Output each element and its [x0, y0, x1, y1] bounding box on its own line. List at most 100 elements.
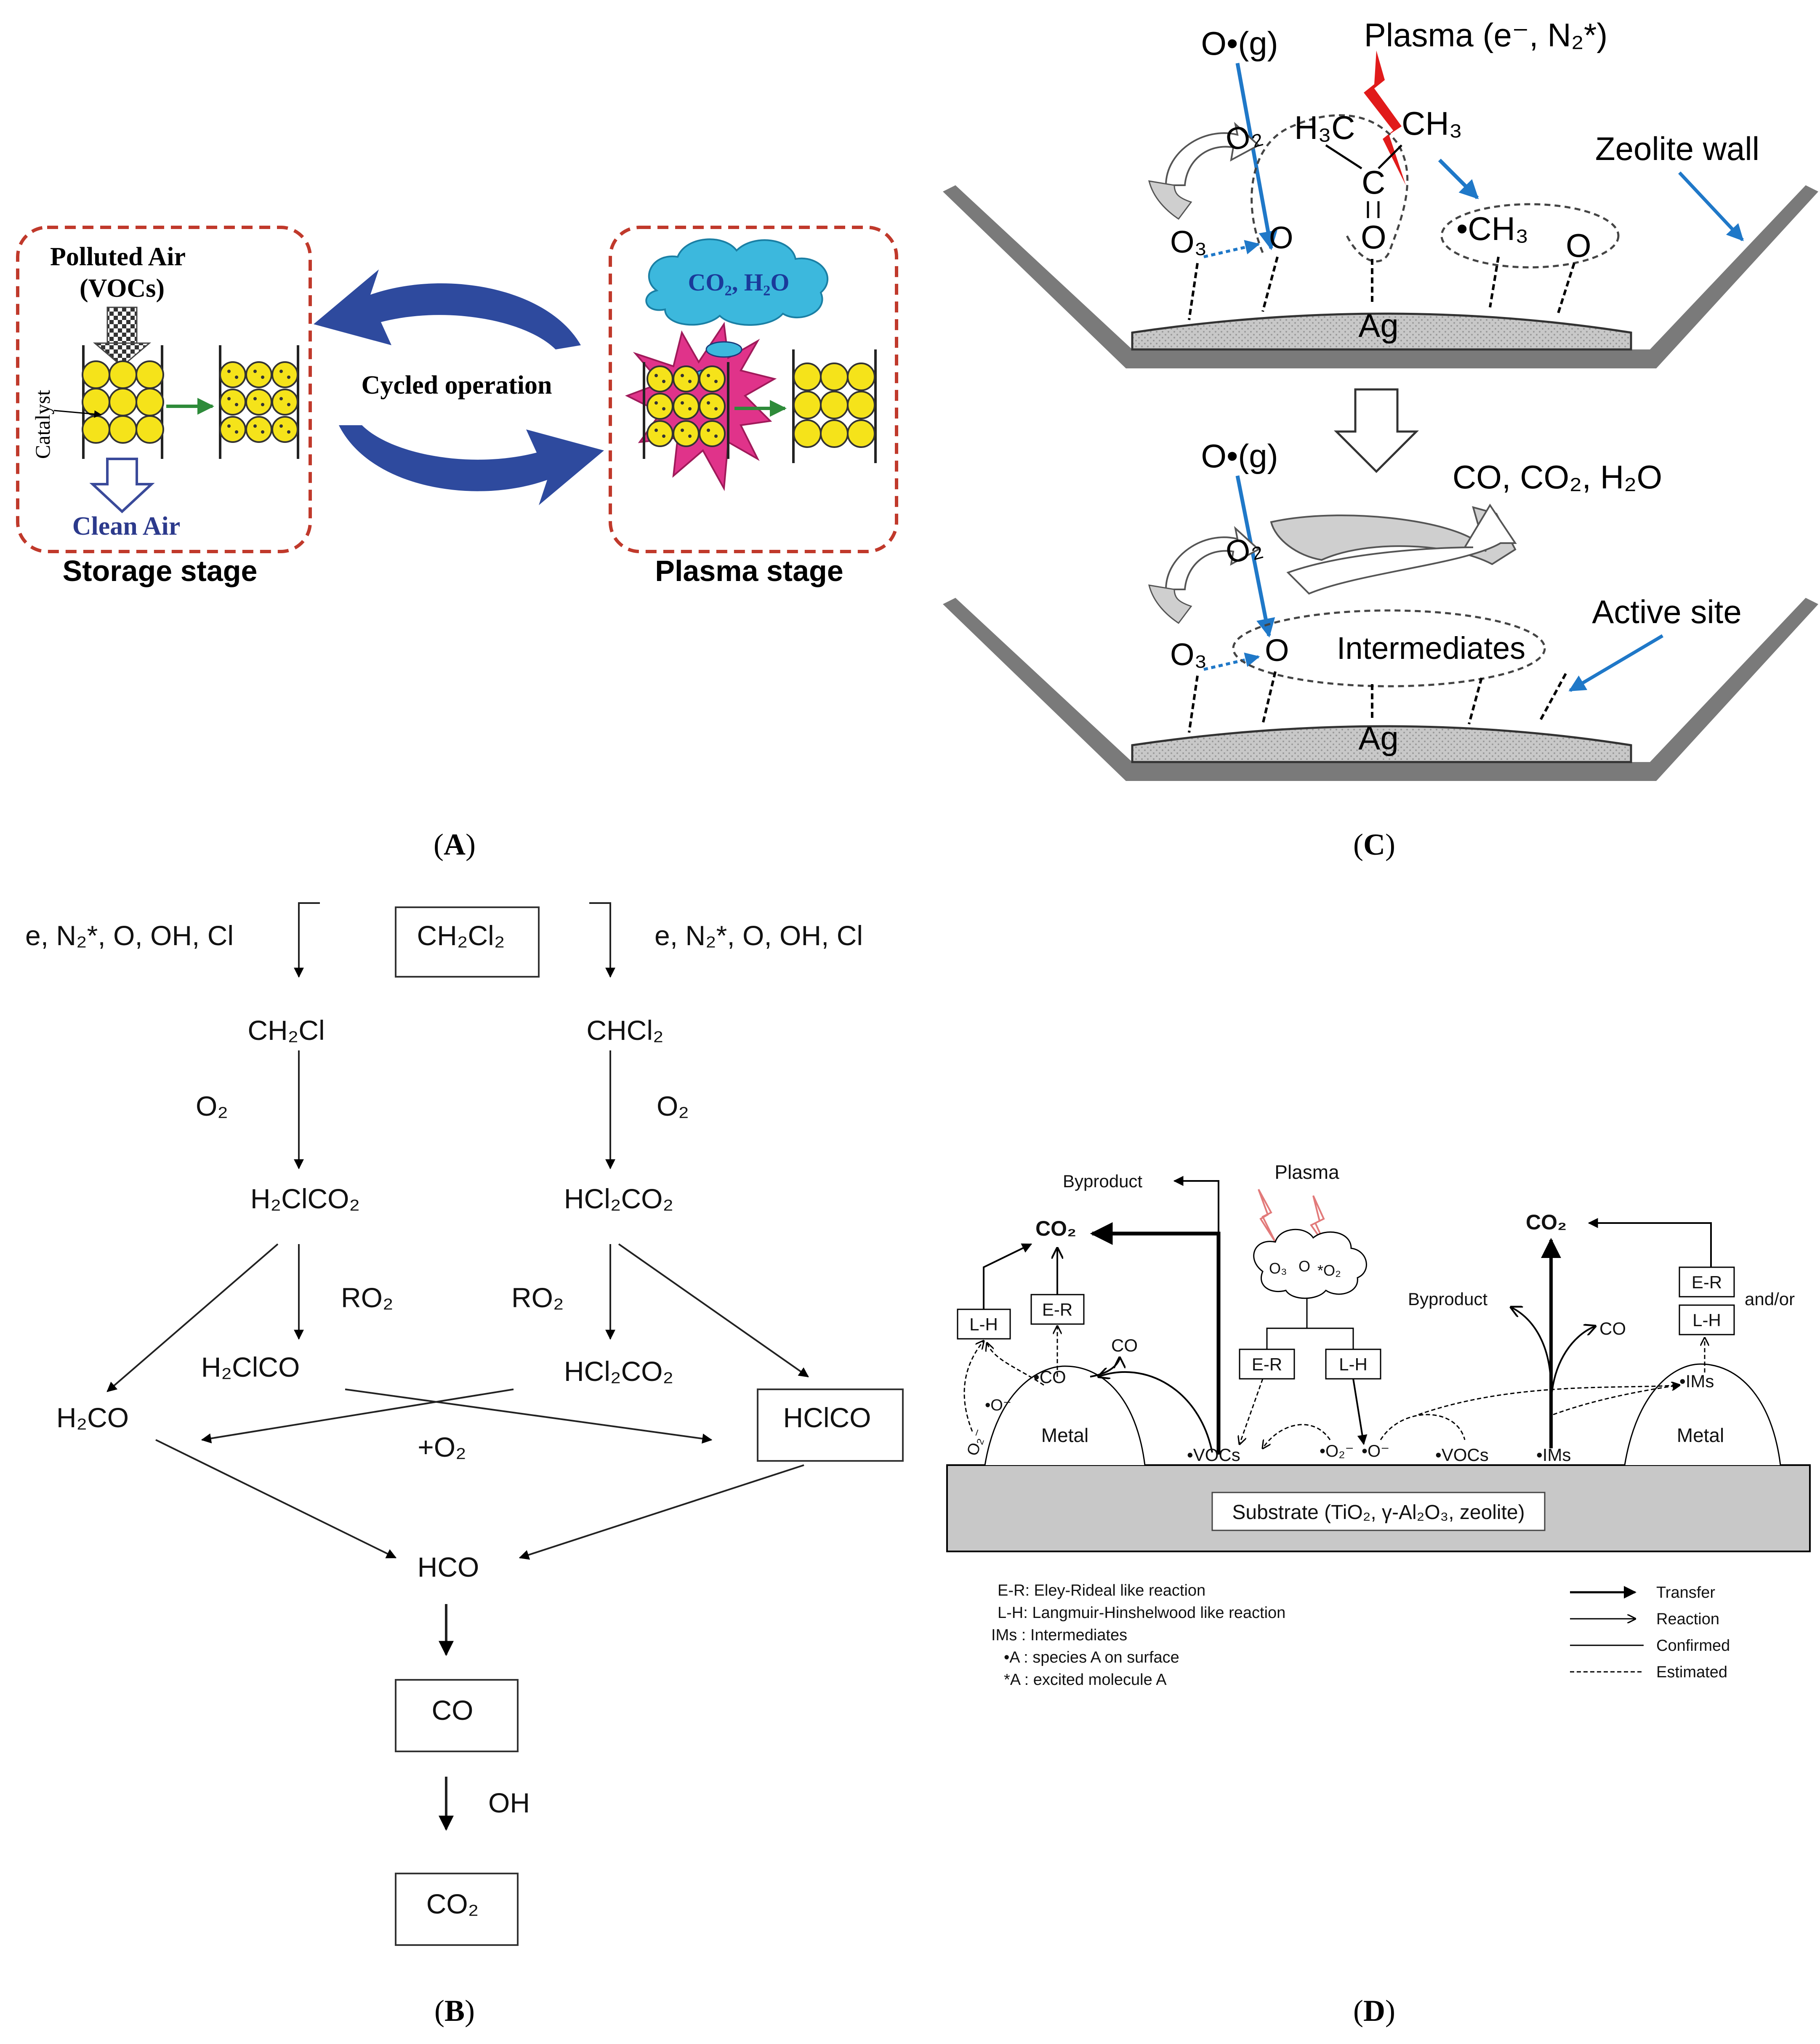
panel-a: Polluted Air (VOCs) Catalyst Clean Air [16, 226, 898, 587]
plasma-bolt-left-icon [1258, 1189, 1276, 1243]
hclco-label: HClCO [783, 1402, 871, 1433]
o3-to-o-arrow-top [1203, 240, 1260, 258]
cycled-operation-label: Cycled operation [362, 371, 552, 400]
legend-right: Transfer Reaction Confirmed Estimated [1570, 1584, 1730, 1681]
co-to-lh-left [987, 1343, 1044, 1386]
ims-to-ims-upper [1553, 1385, 1679, 1415]
ch3-label: CH₃ [1402, 105, 1462, 142]
ag-particle-bottom [1131, 725, 1632, 763]
saturated-reactor [219, 345, 299, 459]
panel-label-c: (C) [1353, 828, 1395, 861]
plasma-label: Plasma [1275, 1161, 1339, 1183]
o-to-vocs-left-arc [1263, 1424, 1331, 1448]
clean-reactor [792, 349, 877, 463]
cloud-split-line-right [1307, 1327, 1354, 1349]
vocs-label: (VOCs) [80, 274, 165, 303]
o3-top-label: O₃ [1170, 224, 1207, 259]
er-center-to-vocs [1240, 1378, 1264, 1444]
substrate-label: Substrate (TiO₂, γ-Al₂O₃, zeolite) [1232, 1501, 1525, 1524]
vocs-left-label: •VOCs [1187, 1445, 1240, 1465]
panel-d: Substrate (TiO₂, γ-Al₂O₃, zeolite) Metal… [946, 1161, 1811, 1689]
ims-to-byproduct-right [1511, 1307, 1552, 1390]
byproduct-right-label: Byproduct [1408, 1289, 1487, 1309]
plasma-cloud [1253, 1229, 1367, 1299]
panel-label-a: (A) [434, 828, 476, 861]
ch2cl2-box [395, 906, 540, 978]
polluted-air-label: Polluted Air [50, 243, 186, 271]
legend-excited-molecule: *A : excited molecule A [1004, 1671, 1167, 1689]
ch2cl-label: CH₂Cl [247, 1015, 325, 1046]
panel-c: Ag O•(g) Plasma (e⁻, N₂*) O₂ O₃ O H₃C CH… [943, 16, 1818, 781]
reagents-left: e, N₂*, O, OH, Cl [25, 920, 234, 951]
zeolite-wall-arrow [1678, 171, 1744, 241]
metal-right-label: Metal [1677, 1424, 1724, 1446]
vocs-right-label: •VOCs [1435, 1445, 1489, 1465]
o2-minus-left-label: O₂⁻ [963, 1427, 989, 1458]
legend-er: E-R: Eley-Rideal like reaction [998, 1582, 1205, 1599]
er-right-label: E-R [1692, 1272, 1722, 1292]
hcl2co2-to-hclco [618, 1243, 809, 1378]
ims-upper-label: •IMs [1679, 1371, 1714, 1391]
o-minus-left-label: •O⁻ [985, 1396, 1011, 1414]
clean-air-label: Clean Air [72, 512, 181, 541]
cloud-split-line [1266, 1299, 1308, 1349]
hcl2co2-top-label: HCl₂CO₂ [564, 1183, 673, 1214]
legend-ims: IMs : Intermediates [991, 1626, 1127, 1644]
hclco-box [757, 1388, 904, 1462]
panel-label-d: (D) [1353, 1994, 1395, 2028]
chcl2-label: CHCl₂ [586, 1015, 663, 1046]
legend-reaction: Reaction [1656, 1610, 1719, 1628]
plus-o2-label: +O₂ [418, 1431, 466, 1463]
lh-center-to-o [1352, 1378, 1368, 1445]
surface-bonds-bottom [1188, 671, 1567, 733]
storage-reactor [82, 345, 164, 459]
ro2-right-label: RO₂ [511, 1282, 564, 1313]
hcl2co2-mid-label: HCl₂CO₂ [564, 1356, 673, 1387]
o2-right-label: O₂ [657, 1090, 689, 1122]
oh-label: OH [488, 1787, 530, 1818]
bond-left [1325, 144, 1362, 170]
er-right-box [1679, 1266, 1735, 1298]
o2-tail-top [1148, 180, 1192, 220]
o-cloud-label: O [1298, 1258, 1310, 1275]
ims-surface-label: •IMs [1536, 1445, 1571, 1465]
legend-confirmed: Confirmed [1656, 1637, 1730, 1655]
plasma-label: Plasma (e⁻, N₂*) [1364, 16, 1608, 53]
cloud-label: CO₂, H₂O [688, 269, 789, 296]
co2-label: CO₂ [426, 1888, 479, 1919]
co-left-label: CO [1111, 1335, 1138, 1355]
co2-left-label: CO₂ [1035, 1217, 1076, 1240]
h2co-label: H₂CO [56, 1402, 129, 1433]
legend-estimated: Estimated [1656, 1663, 1727, 1681]
ch2cl2-label: CH₂Cl₂ [417, 920, 505, 951]
intermediates-label: Intermediates [1337, 631, 1525, 666]
co2-box [395, 1873, 519, 1946]
cross-to-hclco [345, 1388, 713, 1444]
substrate-label-box [1211, 1492, 1546, 1531]
reagents-right: e, N₂*, O, OH, Cl [655, 920, 863, 951]
branch-right-arrow [589, 902, 615, 978]
branch-left-arrow [294, 902, 320, 978]
o2-left-label: O₂ [196, 1090, 228, 1122]
catalyst-pointer [53, 410, 102, 418]
cycle-arrow-top-icon [314, 269, 581, 349]
lh-right-box [1679, 1304, 1735, 1335]
ims-to-co-right [1550, 1326, 1595, 1402]
o2-excited-label: *O₂ [1317, 1262, 1341, 1279]
lh-center-label: L-H [1339, 1354, 1368, 1374]
o-minus-center-label: •O⁻ [1362, 1442, 1389, 1460]
o3-bottom-label: O₃ [1170, 637, 1207, 672]
and-or-label: and/or [1745, 1289, 1795, 1309]
o-bottom-label: O [1265, 633, 1289, 668]
surface-bonds-top [1188, 256, 1575, 320]
metal-left-label: Metal [1041, 1424, 1088, 1446]
clean-air-arrow-icon [89, 458, 155, 514]
h3c-label: H₃C [1294, 109, 1355, 146]
o2-minus-center-label: •O₂⁻ [1320, 1442, 1354, 1460]
product-cloud: CO₂, H₂O [645, 238, 829, 326]
active-site-label: Active site [1592, 593, 1741, 630]
panel-label-b: (B) [434, 1994, 475, 2028]
bond-right [1378, 144, 1402, 169]
lh-center-box [1325, 1348, 1381, 1380]
cross-to-h2co [201, 1388, 514, 1444]
